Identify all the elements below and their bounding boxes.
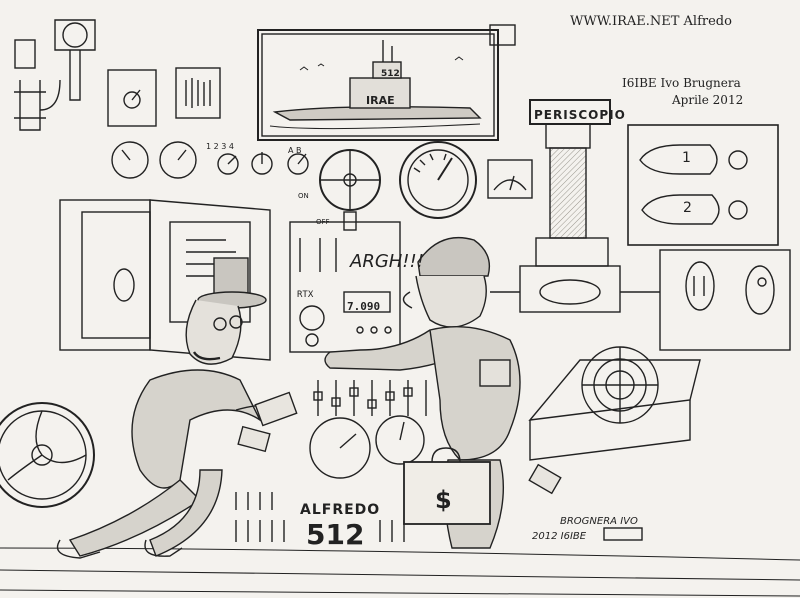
site-credit: WWW.IRAE.NET Alfredo [570,14,732,29]
gauge-row [111,141,309,179]
vent-panel [175,67,221,119]
tank-2-label: 2 [683,200,692,216]
pressure-gauge [399,141,477,219]
suitcase [403,447,491,525]
dial-numbers-label: 1 2 3 4 [206,142,234,151]
switch-on-label: ON [298,192,309,200]
date-credit: Aprile 2012 [672,93,744,107]
indicator-bars [235,492,405,542]
volt-meter [487,159,533,199]
rtx-label: RTX [297,290,314,300]
signature-line-2: 2012 I6IBE [532,531,587,542]
dial-ab-label: A B [288,146,302,155]
panel-name-label: ALFREDO [300,502,381,518]
submarine-name: IRAE [366,94,395,107]
pipe-top [54,19,96,101]
soldier-character [324,236,521,549]
author-credit: I6IBE Ivo Brugnera [622,76,741,90]
floor-rails [0,547,800,597]
panel-number-label: 512 [306,518,365,551]
switch-off-label: OFF [316,218,330,226]
pipe-block-left [14,39,36,69]
periscope-label: PERISCOPIO [534,108,626,122]
vault-door [59,199,271,361]
villain-character [56,257,281,559]
periscope [490,99,660,313]
falling-banknote [528,463,562,495]
signature-line-1: BROGNERA IVO [560,516,638,527]
radio-panel [289,221,401,353]
valve-wheel [319,149,381,231]
tank-panel [627,124,779,246]
submarine-number: 512 [381,69,400,79]
control-panel-right [659,249,791,351]
pipe-left [14,79,61,131]
tank-1-label: 1 [682,150,691,166]
submarine-picture [257,29,499,141]
radar-console [528,346,701,461]
knife-switches [313,380,427,416]
hand-wheel-left [0,402,95,508]
banknote-stack [237,391,298,453]
pipe-block-top [489,24,516,46]
argh-exclamation: ARGH!!! [350,251,424,272]
signature-tag [603,527,643,541]
lower-gauges [309,415,425,479]
digital-readout: 7.090 [347,300,381,313]
suitcase-dollar-symbol: $ [435,486,452,514]
switch-panel-1 [107,69,157,127]
